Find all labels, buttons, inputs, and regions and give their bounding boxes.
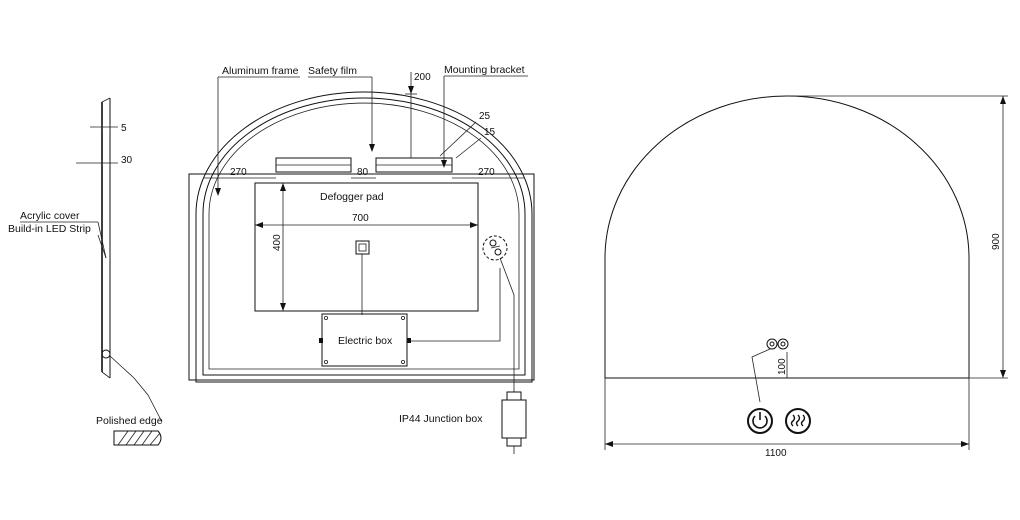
back-plate bbox=[188, 173, 535, 381]
polished-edge-hatch bbox=[113, 430, 162, 446]
side-view: 5 30 Acrylic cover Build-in LED Strip Po… bbox=[8, 97, 163, 446]
aluminum-frame-label: Aluminum frame bbox=[222, 65, 299, 77]
led-strip-label: Build-in LED Strip bbox=[8, 223, 91, 235]
mirror-outer-arch bbox=[195, 91, 533, 383]
ip44-junction-box bbox=[501, 391, 527, 454]
safety-film-label: Safety film bbox=[308, 65, 357, 77]
defogger-connector bbox=[355, 240, 370, 255]
dim-15: 15 bbox=[484, 127, 496, 138]
defog-heat-icon bbox=[785, 408, 811, 434]
side-profile bbox=[101, 97, 111, 379]
dim-270-right: 270 bbox=[478, 167, 495, 178]
dim-1100: 1100 bbox=[765, 448, 787, 459]
side-dim-30: 30 bbox=[121, 155, 133, 166]
dim-25: 25 bbox=[479, 111, 491, 122]
mirror-front-outline bbox=[604, 95, 970, 378]
dim-900: 900 bbox=[991, 233, 1002, 250]
defogger-pad-label: Defogger pad bbox=[320, 191, 384, 203]
dim-270-left: 270 bbox=[230, 167, 247, 178]
back-view: Defogger pad 700 400 Electric box bbox=[188, 64, 535, 454]
front-view: 900 1100 100 bbox=[604, 95, 1008, 459]
switch-module bbox=[482, 235, 508, 261]
dim-700: 700 bbox=[352, 213, 369, 224]
front-sensor-right bbox=[777, 338, 789, 350]
junction-box-label: IP44 Junction box bbox=[399, 413, 483, 425]
aluminum-frame-outline bbox=[202, 97, 526, 376]
front-sensor-left bbox=[766, 338, 778, 350]
dim-80: 80 bbox=[357, 167, 369, 178]
polished-edge-label: Polished edge bbox=[96, 415, 163, 427]
power-touch-icon bbox=[747, 408, 773, 434]
electric-box-label: Electric box bbox=[338, 335, 393, 347]
acrylic-cover-label: Acrylic cover bbox=[20, 210, 80, 222]
dim-400: 400 bbox=[272, 234, 283, 251]
polished-edge-marker bbox=[101, 349, 111, 359]
defogger-pad bbox=[254, 182, 479, 312]
dim-100: 100 bbox=[777, 358, 788, 375]
dim-200: 200 bbox=[414, 72, 431, 83]
side-dim-5: 5 bbox=[121, 123, 127, 134]
mounting-bracket-label: Mounting bracket bbox=[444, 64, 525, 76]
